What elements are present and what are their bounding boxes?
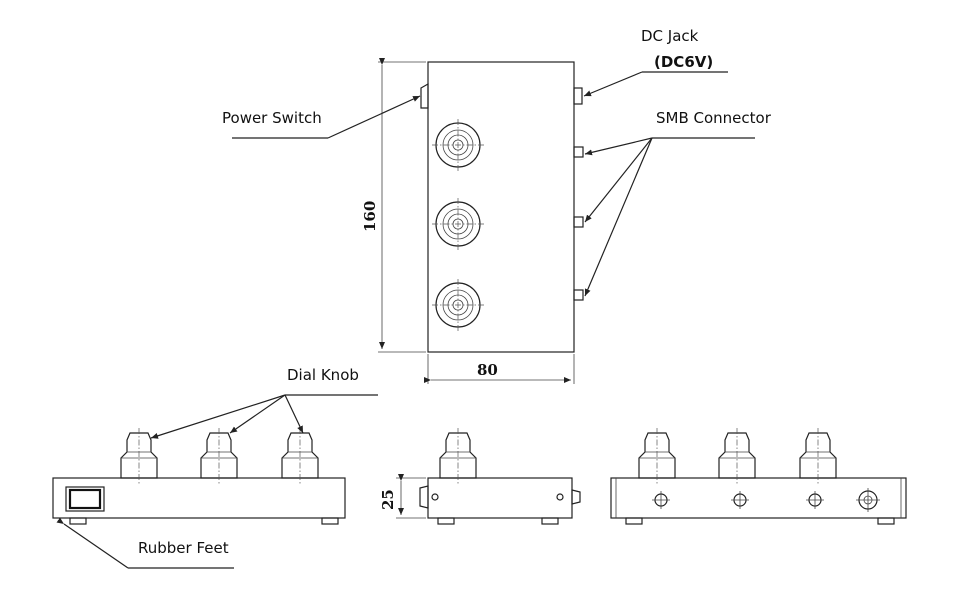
knob-rear-2 [718, 428, 756, 485]
dc-jack-body [573, 87, 583, 105]
leaders-bottom [56, 394, 378, 569]
power-switch-label: Power Switch [222, 109, 322, 127]
front-view [52, 428, 346, 525]
dc-voltage-label: (DC6V) [654, 53, 713, 71]
dc-jack-side [571, 489, 581, 505]
rubber-foot-front-left [69, 517, 87, 525]
smb-connector-rear-2 [731, 491, 749, 509]
rubber-foot-side-left [437, 517, 455, 525]
width-dimension-line [424, 354, 575, 384]
power-switch-front-outer [65, 486, 105, 512]
dial-knob-label: Dial Knob [287, 366, 359, 384]
height-dimension-line [378, 58, 426, 353]
side-view [396, 428, 581, 525]
front-view-body [52, 477, 346, 519]
smb-connector-rear-1 [652, 491, 670, 509]
dc-jack-label: DC Jack [641, 27, 699, 45]
power-switch-front-inner [68, 488, 102, 510]
leaders-top [232, 71, 755, 297]
knob-rear-1 [638, 428, 676, 485]
width-dimension-label: 80 [477, 361, 498, 379]
knob-top-3 [432, 279, 484, 331]
knob-front-3 [281, 428, 319, 485]
knob-top-2 [432, 198, 484, 250]
smb-connector-label: SMB Connector [656, 109, 772, 127]
smb-connector-2 [573, 216, 584, 228]
knob-side [439, 428, 477, 485]
rubber-foot-side-right [541, 517, 559, 525]
depth-dimension-line [396, 474, 426, 519]
smb-connector-3 [573, 289, 584, 301]
side-view-body [427, 477, 573, 519]
knob-top-1 [432, 119, 484, 171]
smb-connector-rear-3 [806, 491, 824, 509]
depth-dimension-label: 25 [379, 489, 397, 510]
rubber-foot-front-right [321, 517, 339, 525]
top-view-body [427, 61, 575, 353]
rubber-foot-rear-left [625, 517, 643, 525]
height-dimension-label: 160 [361, 201, 379, 232]
power-switch-body [420, 82, 429, 109]
rubber-feet-label: Rubber Feet [138, 539, 229, 557]
knob-front-1 [120, 428, 158, 485]
smb-connector-1 [573, 146, 584, 158]
rubber-foot-rear-right [877, 517, 895, 525]
rear-view-body [610, 477, 907, 519]
dc-jack-rear [856, 488, 880, 512]
knob-front-2 [200, 428, 238, 485]
top-view [378, 58, 584, 384]
rear-view [610, 428, 907, 525]
knob-rear-3 [799, 428, 837, 485]
power-switch-side [419, 485, 429, 509]
